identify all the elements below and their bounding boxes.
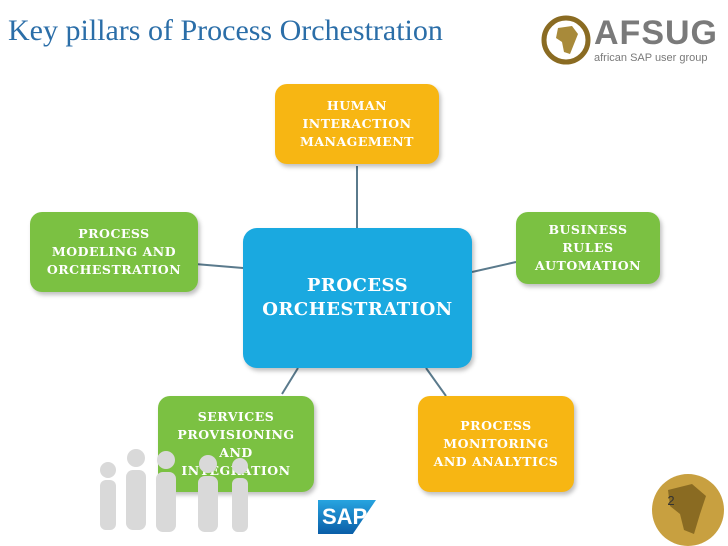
connector-bottom-right xyxy=(425,367,447,397)
connector-left xyxy=(194,263,244,269)
pillar-process-modeling-orchestration: PROCESS MODELING AND ORCHESTRATION xyxy=(30,212,198,292)
connector-bottom-left xyxy=(281,367,299,395)
afsug-tagline: african SAP user group xyxy=(594,52,708,64)
connector-right xyxy=(471,261,517,273)
pillar-process-monitoring-analytics: PROCESS MONITORING AND ANALYTICS xyxy=(418,396,574,492)
afsug-logo-text: AFSUG xyxy=(594,14,718,52)
afsug-africa-logo-icon xyxy=(541,15,591,65)
globe-icon xyxy=(652,474,724,546)
slide-title: Key pillars of Process Orchestration xyxy=(8,14,443,47)
page-number: 2 xyxy=(667,492,675,508)
pillar-business-rules-automation: BUSINESS RULES AUTOMATION xyxy=(516,212,660,284)
pillar-human-interaction-management: HUMAN INTERACTION MANAGEMENT xyxy=(275,84,439,164)
center-process-orchestration: PROCESS ORCHESTRATION xyxy=(243,228,472,368)
people-silhouettes-icon xyxy=(100,449,248,532)
pillar-services-provisioning-integration: SERVICES PROVISIONING AND INTEGRATION xyxy=(158,396,314,492)
